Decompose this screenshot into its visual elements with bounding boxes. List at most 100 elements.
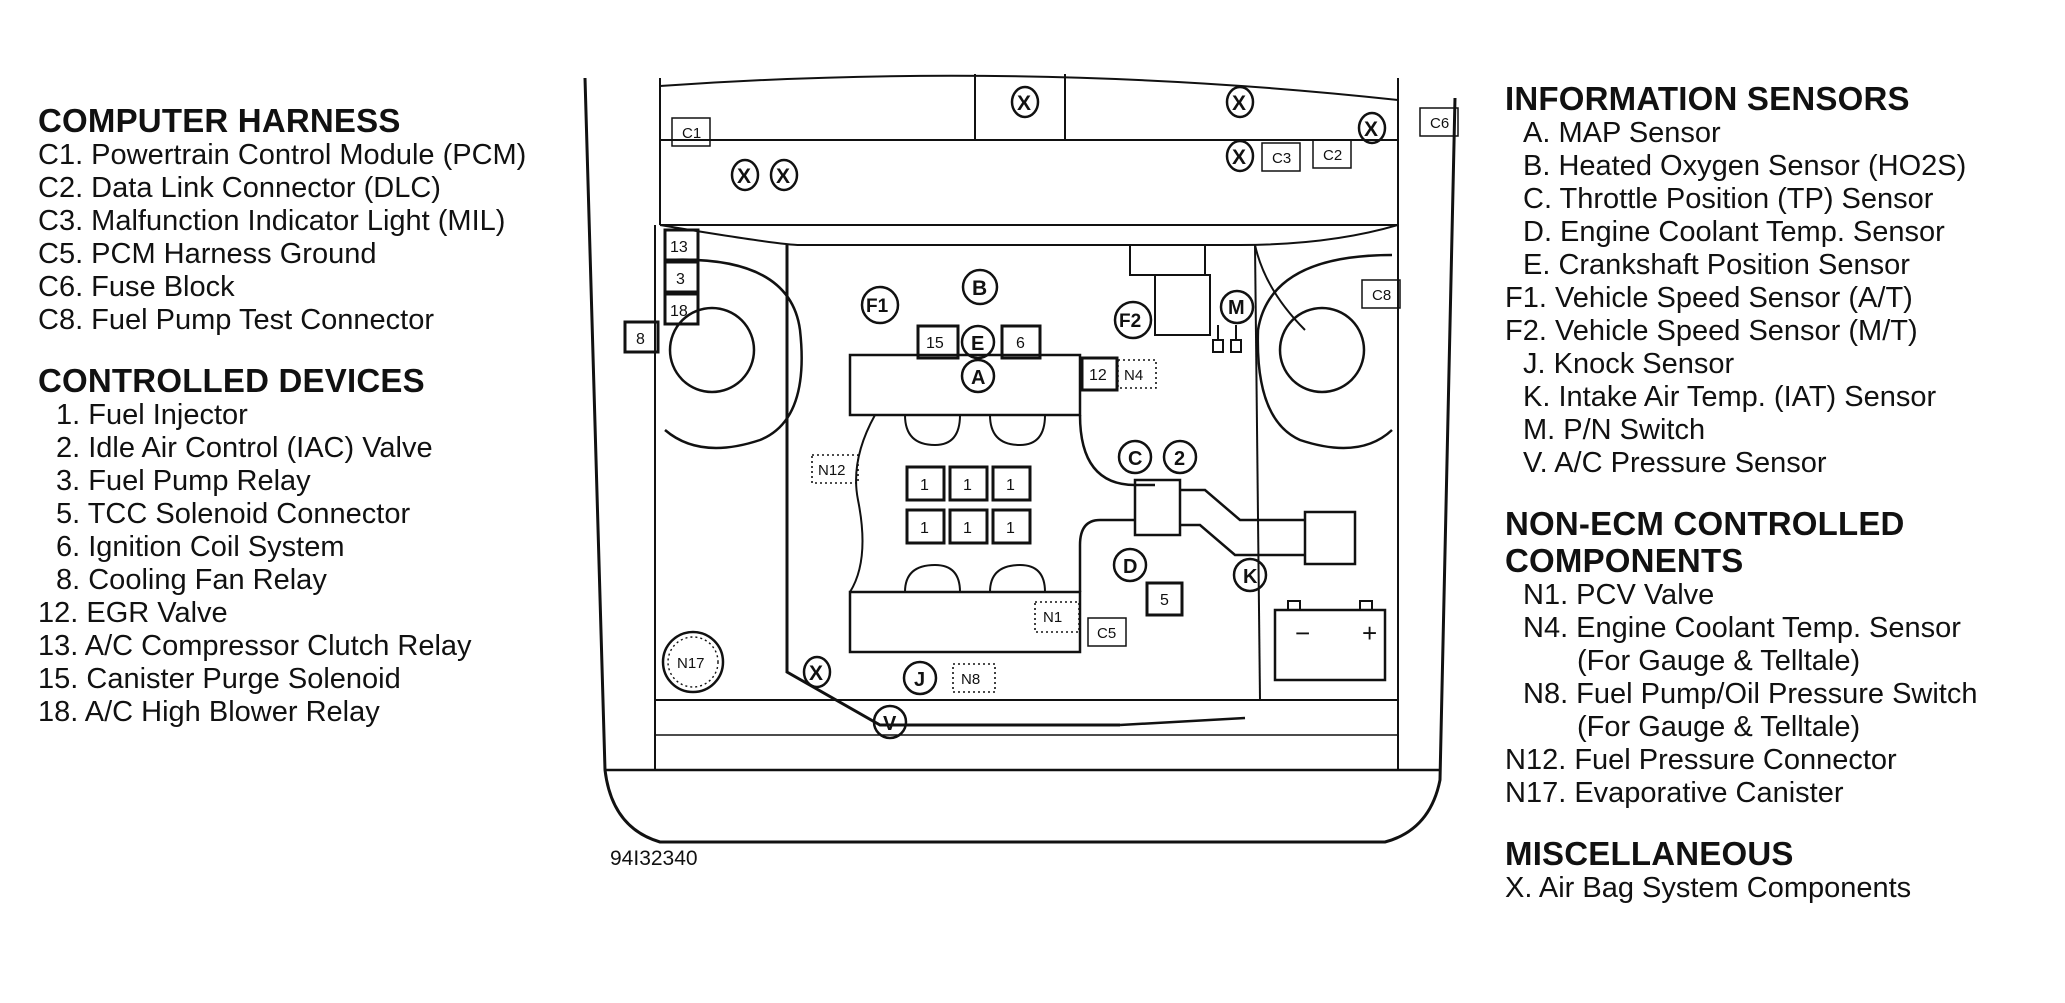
marker-2 xyxy=(1162,439,1198,475)
intake-manifold-upper xyxy=(848,353,1082,417)
marker-f1-label: F1 xyxy=(866,296,889,317)
marker-n4-label: N4 xyxy=(1124,367,1143,384)
intake-manifold-lower xyxy=(848,590,1082,654)
marker-x-5 xyxy=(730,158,760,192)
marker-j-label: J xyxy=(914,669,925,691)
legend-item-2: 2. Idle Air Control (IAC) Valve xyxy=(56,432,433,464)
marker-c5-label: C5 xyxy=(1097,625,1116,642)
marker-f2 xyxy=(1113,300,1153,340)
marker-6-label: 6 xyxy=(1016,335,1025,352)
marker-c-label: C xyxy=(1128,448,1142,470)
marker-x-6-label: X xyxy=(776,165,790,188)
figure-id: 94I32340 xyxy=(610,847,698,870)
marker-e-label: E xyxy=(971,333,984,355)
right-wheel-well xyxy=(1256,253,1393,450)
marker-x-5-label: X xyxy=(737,165,751,188)
marker-12-label: 12 xyxy=(1089,367,1107,384)
legend-item-6: 6. Ignition Coil System xyxy=(56,531,345,563)
marker-12 xyxy=(1080,356,1119,392)
legend-item-b: B. Heated Oxygen Sensor (HO2S) xyxy=(1523,150,1967,182)
marker-x-3 xyxy=(1357,111,1387,145)
marker-13 xyxy=(663,228,700,262)
legend-item-v: V. A/C Pressure Sensor xyxy=(1523,447,1827,479)
non-ecm-heading-line2: COMPONENTS xyxy=(1505,542,1744,579)
marker-x-3-label: X xyxy=(1364,118,1378,141)
marker-x-2 xyxy=(1225,85,1255,119)
injector-4 xyxy=(905,508,946,545)
legend-item-n17: N17. Evaporative Canister xyxy=(1505,777,1844,809)
marker-c xyxy=(1117,439,1153,475)
injector-1 xyxy=(905,465,946,502)
injector-2-label: 1 xyxy=(963,477,972,494)
marker-n1-label: N1 xyxy=(1043,609,1062,626)
miscellaneous-heading: MISCELLANEOUS xyxy=(1505,835,1794,872)
legend-item-c5: C5. PCM Harness Ground xyxy=(38,238,377,270)
marker-n17: N17 xyxy=(661,630,725,694)
non-ecm-heading-line1: NON-ECM CONTROLLED xyxy=(1505,505,1905,542)
throttle-body xyxy=(1133,478,1182,537)
marker-n12 xyxy=(811,454,859,484)
marker-15 xyxy=(916,324,960,360)
device-markers: 13 3 18 8 15 6 12 5 xyxy=(623,228,1184,617)
marker-n1 xyxy=(1034,601,1080,633)
marker-x-7-label: X xyxy=(809,662,823,685)
marker-b-label: B xyxy=(972,277,987,300)
marker-c3 xyxy=(1261,142,1301,172)
legend-item-e: E. Crankshaft Position Sensor xyxy=(1523,249,1910,281)
marker-c5 xyxy=(1087,617,1127,647)
injector-1-label: 1 xyxy=(920,477,929,494)
computer-harness-heading: COMPUTER HARNESS xyxy=(38,102,401,139)
injector-3-label: 1 xyxy=(1006,477,1015,494)
injector-4-label: 1 xyxy=(920,520,929,537)
vehicle-body-outline xyxy=(583,74,1457,844)
legend-item-c3: C3. Malfunction Indicator Light (MIL) xyxy=(38,205,506,237)
legend-item-n1: N1. PCV Valve xyxy=(1523,579,1715,611)
injector-3 xyxy=(991,465,1032,502)
legend-subnote-n8: (For Gauge & Telltale) xyxy=(1577,711,1861,743)
marker-e xyxy=(960,324,996,360)
marker-18 xyxy=(663,292,700,326)
engine-block xyxy=(785,244,1357,727)
legend-item-n4: N4. Engine Coolant Temp. Sensor xyxy=(1523,612,1961,644)
marker-x-7 xyxy=(802,655,832,689)
marker-v xyxy=(872,704,908,740)
legend-item-f1: F1. Vehicle Speed Sensor (A/T) xyxy=(1505,282,1913,314)
legend-item-3: 3. Fuel Pump Relay xyxy=(56,465,311,497)
fuel-injectors: 1 1 1 1 1 1 xyxy=(905,465,1032,545)
legend-item-1: 1. Fuel Injector xyxy=(56,399,248,431)
marker-3 xyxy=(663,260,700,294)
injector-6-label: 1 xyxy=(1006,520,1015,537)
marker-k xyxy=(1232,557,1268,593)
legend-item-x: X. Air Bag System Components xyxy=(1505,872,1912,904)
right-legend: INFORMATION SENSORS A. MAP Sensor B. Hea… xyxy=(1505,80,1977,905)
marker-k-label: K xyxy=(1243,566,1258,588)
marker-m xyxy=(1219,289,1255,325)
legend-item-5: 5. TCC Solenoid Connector xyxy=(56,498,411,530)
air-cleaner xyxy=(1303,510,1357,566)
marker-x-1-label: X xyxy=(1017,92,1031,115)
non-ecm-markers: N4 N12 N1 N8 xyxy=(811,359,1157,693)
legend-item-c6: C6. Fuse Block xyxy=(38,271,235,303)
marker-n4 xyxy=(1117,359,1157,389)
marker-x-4-label: X xyxy=(1232,146,1246,169)
legend-item-m: M. P/N Switch xyxy=(1523,414,1706,446)
marker-v-label: V xyxy=(883,713,897,735)
marker-8-label: 8 xyxy=(636,331,645,348)
marker-d-label: D xyxy=(1123,556,1137,578)
injector-2 xyxy=(948,465,989,502)
airbag-markers: X X X X X X X xyxy=(730,85,1387,689)
marker-8 xyxy=(623,320,660,354)
marker-15-label: 15 xyxy=(926,335,944,352)
marker-n12-label: N12 xyxy=(818,462,846,479)
legend-item-18: 18. A/C High Blower Relay xyxy=(38,696,380,728)
marker-a xyxy=(960,358,996,394)
marker-b xyxy=(961,268,999,306)
marker-13-label: 13 xyxy=(670,239,688,256)
legend-item-c1: C1. Powertrain Control Module (PCM) xyxy=(38,139,527,171)
legend-item-15: 15. Canister Purge Solenoid xyxy=(38,663,401,695)
legend-item-c2: C2. Data Link Connector (DLC) xyxy=(38,172,441,204)
marker-3-label: 3 xyxy=(676,271,685,288)
marker-c2-label: C2 xyxy=(1323,147,1342,164)
marker-5 xyxy=(1145,581,1184,617)
injector-6 xyxy=(991,508,1032,545)
